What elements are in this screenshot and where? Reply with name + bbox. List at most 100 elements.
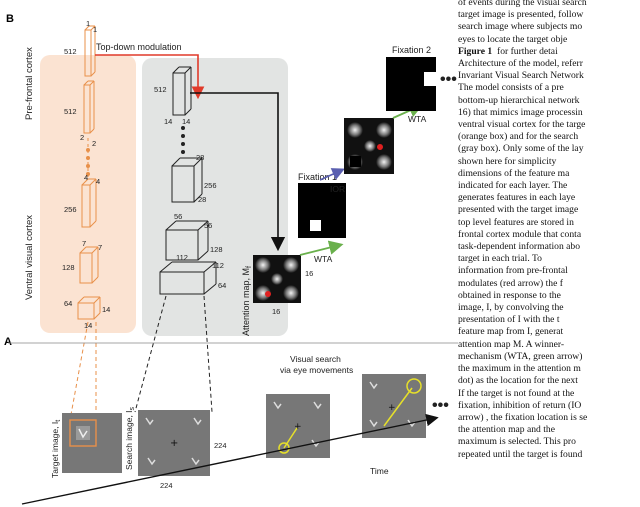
dim-label: 128 xyxy=(62,263,75,272)
top-down-modulation-arrow xyxy=(95,54,205,100)
panel-letter-b: B xyxy=(6,13,14,25)
svg-text:+: + xyxy=(388,403,396,413)
dim-label: 14 xyxy=(182,117,190,126)
wta-label-1: WTA xyxy=(314,254,333,264)
wta-label-2: WTA xyxy=(408,114,427,124)
visual-search-label-1: Visual search xyxy=(290,354,341,364)
caption-line: dot) as the location for the next xyxy=(458,375,578,387)
dim-label: 112 xyxy=(212,261,224,270)
dim-label: 112 xyxy=(176,253,188,262)
caption-line: If the target is not found at the xyxy=(458,387,575,399)
wta-arrow-1 xyxy=(299,240,344,256)
caption-line: information from pre-frontal xyxy=(458,265,568,277)
caption-line: presented with the target image xyxy=(458,204,579,216)
fixation-1-map xyxy=(298,183,346,238)
search-feature-stack xyxy=(134,66,217,413)
dim-label: 2 xyxy=(80,133,84,142)
ior-arrow xyxy=(319,168,345,181)
search-image-label: Search image, Is xyxy=(124,406,136,470)
caption-line: the attention map and the xyxy=(458,424,555,436)
dim-label: 128 xyxy=(210,245,223,254)
caption-line: generates features in each laye xyxy=(458,192,576,204)
attention-map-label: Attention map, Mf xyxy=(241,266,253,336)
time-label: Time xyxy=(370,466,389,476)
caption-line: modulates (red arrow) the f xyxy=(458,277,563,289)
caption-line: 16) that mimics image processin xyxy=(458,106,583,118)
svg-text:+: + xyxy=(170,438,178,449)
dim-label: 2 xyxy=(92,139,96,148)
dim-label: 28 xyxy=(196,153,204,162)
ellipsis-top: ••• xyxy=(440,71,457,88)
search-stream-region xyxy=(142,58,288,336)
caption-line: obtained in response to the xyxy=(458,289,561,301)
caption-line: indicated for each layer. The xyxy=(458,180,568,192)
dim-label: 64 xyxy=(64,299,72,308)
dim-label: 256 xyxy=(64,205,77,214)
visual-search-label-2: via eye movements xyxy=(280,365,353,375)
dim-label: 4 xyxy=(84,173,88,182)
caption-line: eyes to locate the target obje xyxy=(458,33,568,45)
caption-line: search image where subjects mo xyxy=(458,21,583,33)
ior-label: IOR xyxy=(330,184,345,194)
fixation-image-2: + xyxy=(362,374,426,438)
ventral-cortex-label: Ventral visual cortex xyxy=(24,215,35,300)
top-down-modulation-label: Top-down modulation xyxy=(96,42,182,52)
dim-label: 512 xyxy=(154,85,167,94)
dim-label: 512 xyxy=(64,107,77,116)
caption-line: shown here for simplicity xyxy=(458,155,557,167)
caption-line: dimensions of the feature ma xyxy=(458,167,570,179)
target-image-label: Target image, It xyxy=(50,420,62,478)
dim-label: 56 xyxy=(174,212,182,221)
fixation-2-label: Fixation 2 xyxy=(392,45,431,55)
attention-dim-a: 16 xyxy=(305,269,313,278)
fixation-image-1: + xyxy=(266,394,330,458)
dim-label: 7 xyxy=(82,239,86,248)
dim-label: 1 xyxy=(86,19,90,28)
figure-caption: of events during the visual search targe… xyxy=(458,0,640,507)
caption-line: arrow) , the fixation location is se xyxy=(458,411,588,423)
fixation-2-map xyxy=(386,57,438,111)
caption-line: repeated until the target is found xyxy=(458,448,583,460)
search-dim-a: 224 xyxy=(214,441,227,450)
ellipsis-bottom: ••• xyxy=(432,397,449,414)
caption-line: bottom-up hierarchical network xyxy=(458,94,580,106)
caption-line: attention map M. A winner- xyxy=(458,338,565,350)
attention-dim-b: 16 xyxy=(272,307,280,316)
dim-label: 4 xyxy=(96,177,100,186)
svg-text:+: + xyxy=(294,422,302,432)
caption-line: target image is presented, follow xyxy=(458,9,584,21)
attention-map-1 xyxy=(253,255,301,303)
caption-line: (gray box). Only some of the lay xyxy=(458,143,584,155)
figure-reference: Figure 1 xyxy=(458,45,493,57)
search-image: + xyxy=(138,410,210,476)
dim-label: 7 xyxy=(98,243,102,252)
caption-line: image, I, by convolving the xyxy=(458,302,564,314)
dim-label: 14 xyxy=(84,321,92,330)
caption-line: mechanism (WTA, green arrow) xyxy=(458,350,583,362)
caption-line: The model consists of a pre xyxy=(458,82,564,94)
search-to-attention-arrow xyxy=(190,92,286,252)
target-image xyxy=(62,413,122,473)
caption-line: top level features are stored in xyxy=(458,216,574,228)
caption-line: Invariant Visual Search Network xyxy=(458,70,584,82)
caption-line: target in each trial. To xyxy=(458,253,542,265)
dim-label: 512 xyxy=(64,47,77,56)
dim-label: 256 xyxy=(204,181,217,190)
caption-line: Figure 1 for further detai xyxy=(458,45,558,57)
caption-line: of events during the visual search xyxy=(458,0,587,8)
caption-line: frontal cortex module that conta xyxy=(458,228,582,240)
model-architecture-figure: B A Pre-frontal cortex Ventral visual co… xyxy=(4,13,458,505)
ventral-cortex-region xyxy=(40,55,136,333)
caption-line: the maximum in the attention m xyxy=(458,363,581,375)
caption-line: maximum is selected. This pro xyxy=(458,436,576,448)
attention-map-2 xyxy=(344,118,394,174)
caption-line: fixation, inhibition of return (IO xyxy=(458,399,582,411)
search-stack-dims: 512 14 14 28 28 256 56 56 128 112 112 64 xyxy=(154,85,226,290)
caption-line: Architecture of the model, referr xyxy=(458,58,583,70)
prefrontal-cortex-label: Pre-frontal cortex xyxy=(24,47,35,120)
dim-label: 14 xyxy=(164,117,172,126)
search-dim-b: 224 xyxy=(160,481,173,490)
caption-line: presentation of I with the t xyxy=(458,314,560,326)
target-stack-dots xyxy=(86,148,90,176)
